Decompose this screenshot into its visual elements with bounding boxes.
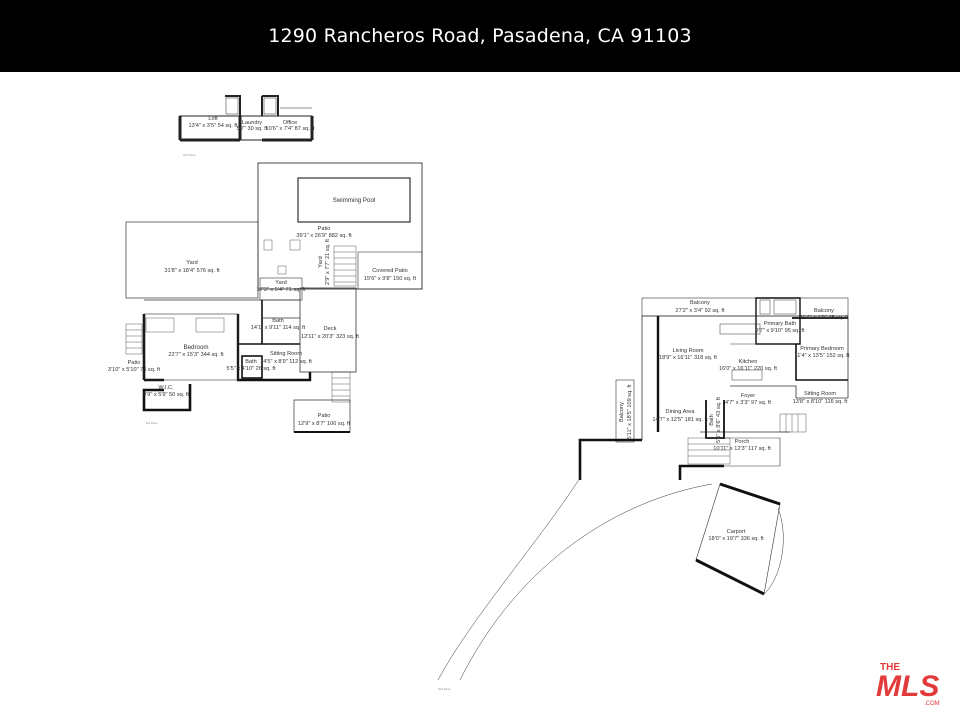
balcony-right-name: Balcony	[814, 308, 834, 314]
lower-floor-tag: 2nd Floor	[438, 687, 451, 691]
patio-bottom-dims: 12'9" x 8'7" 106 sq. ft	[298, 421, 351, 427]
swimming-pool	[297, 177, 411, 223]
kitchen-dims: 16'0" x 16'11" 220 sq. ft	[719, 366, 777, 372]
pool-name: Swimming Pool	[333, 197, 376, 204]
deck-name: Deck	[324, 326, 337, 332]
bath-2-name: Bath	[245, 359, 257, 365]
dining-area-name: Dining Area	[666, 409, 696, 415]
bath-2-dims: 5'5" x 4'10" 26 sq. ft	[226, 366, 275, 372]
loft-dims: 13'4" x 3'5" 54 sq. ft	[188, 123, 237, 129]
carport-dims: 18'0" x 19'7" 336 sq. ft	[708, 536, 764, 542]
kitchen-name: Kitchen	[739, 359, 758, 365]
loft-name: Loft	[208, 116, 218, 122]
sitting-room-1-name: Sitting Room	[270, 351, 302, 357]
yard-big-dims: 31'8" x 18'4" 576 sq. ft	[164, 268, 220, 274]
bedroom-name: Bedroom	[183, 344, 208, 351]
logo-com: .COM	[924, 701, 940, 707]
covered-patio-name: Covered Patio	[372, 268, 407, 274]
patio-bottom-name: Patio	[318, 413, 331, 419]
bedroom-dims: 22'7" x 15'3" 344 sq. ft	[168, 352, 224, 358]
balcony-top-dims: 27'2" x 3'4" 92 sq. ft	[675, 308, 724, 314]
yard-vertical-name: Yard	[318, 256, 324, 267]
property-address: 1290 Rancheros Road, Pasadena, CA 91103	[268, 25, 692, 47]
yard-small-dims: 17'3" x 5'4" 71 sq. ft	[256, 287, 305, 293]
bath-3-dims: 5'6" x 8'6" 43 sq. ft	[716, 397, 722, 443]
porch-dims: 10'11" x 12'3" 117 sq. ft	[713, 446, 771, 452]
patio-left-dims: 3'10" x 5'10" 76 sq. ft	[108, 367, 161, 373]
bath-1-dims: 14'1" x 9'11" 114 sq. ft	[251, 325, 306, 331]
foyer-name: Foyer	[741, 393, 755, 399]
logo-the: THE	[880, 662, 900, 673]
living-room-dims: 18'9" x 16'11" 318 sq. ft	[659, 355, 717, 361]
patio-left-name: Patio	[128, 360, 141, 366]
foyer-dims: 4'7" x 3'3" 97 sq. ft	[725, 400, 771, 406]
laundry-dims: 5'7" 30 sq. ft	[237, 126, 268, 132]
patio-main-name: Patio	[318, 226, 331, 232]
primary-bath-dims: 9'7" x 9'10" 95 sq. ft	[755, 328, 804, 334]
primary-bath-name: Primary Bath	[764, 321, 796, 327]
sitting-room-2-dims: 13'8" x 8'10" 116 sq. ft	[793, 399, 848, 405]
balcony-left-name: Balcony	[619, 402, 625, 422]
carport-name: Carport	[727, 529, 746, 535]
room-labels: Loft 13'4" x 3'5" 54 sq. ft Laundry 5'7"…	[108, 116, 850, 542]
balcony-right-dims: 11'4" x 4'9" 45 sq. ft	[800, 315, 849, 321]
the-mls-logo: THE MLS .COM	[876, 662, 940, 707]
patio-main-dims: 39'1" x 26'9" 882 sq. ft	[296, 233, 352, 239]
upper-floor-tag: 2nd Floor	[183, 153, 196, 157]
primary-bedroom-name: Primary Bedroom	[800, 346, 844, 352]
covered-patio-dims: 15'6" x 9'8" 150 sq. ft	[364, 276, 417, 282]
lower-floor-plan: 2nd Floor	[437, 297, 849, 691]
floor-plan: 2nd Floor	[108, 95, 850, 691]
logo-mls: MLS	[876, 670, 939, 703]
yard-small-name: Yard	[275, 280, 286, 286]
main-floor-plan: 1st Floor	[125, 162, 423, 433]
porch-name: Porch	[735, 439, 750, 445]
upper-floor-plan: 2nd Floor	[178, 95, 314, 157]
office-dims: 10'6" x 7'4" 87 sq. ft	[265, 126, 314, 132]
bath-3-name: Bath	[709, 414, 715, 426]
primary-bedroom-dims: 11'4" x 13'5" 152 sq. ft	[795, 353, 850, 359]
living-room-name: Living Room	[672, 348, 703, 354]
wic-name: W.I.C.	[158, 385, 174, 391]
laundry-name: Laundry	[242, 120, 262, 126]
balcony-left-dims: 5'11" x 18'5" 109 sq. ft	[627, 384, 633, 439]
deck-dims: 12'11" x 20'3" 323 sq. ft	[301, 334, 359, 340]
title-bar: 1290 Rancheros Road, Pasadena, CA 91103	[0, 0, 960, 72]
balcony-top-name: Balcony	[690, 300, 710, 306]
yard-big-name: Yard	[186, 260, 197, 266]
sitting-room-2-name: Sitting Room	[804, 391, 836, 397]
wic-dims: 9'9" x 5'9" 50 sq. ft	[143, 392, 189, 398]
bath-1-name: Bath	[272, 318, 284, 324]
dining-area-dims: 14'7" x 12'5" 181 sq. ft	[652, 417, 708, 423]
middle-floor-tag: 1st Floor	[146, 421, 158, 425]
sitting-room-1-dims: 14'5" x 8'9" 112 sq. ft	[260, 359, 312, 365]
office-name: Office	[283, 120, 298, 126]
yard-vertical-dims: 2'9" x 7'7" 21 sq. ft	[325, 239, 331, 285]
